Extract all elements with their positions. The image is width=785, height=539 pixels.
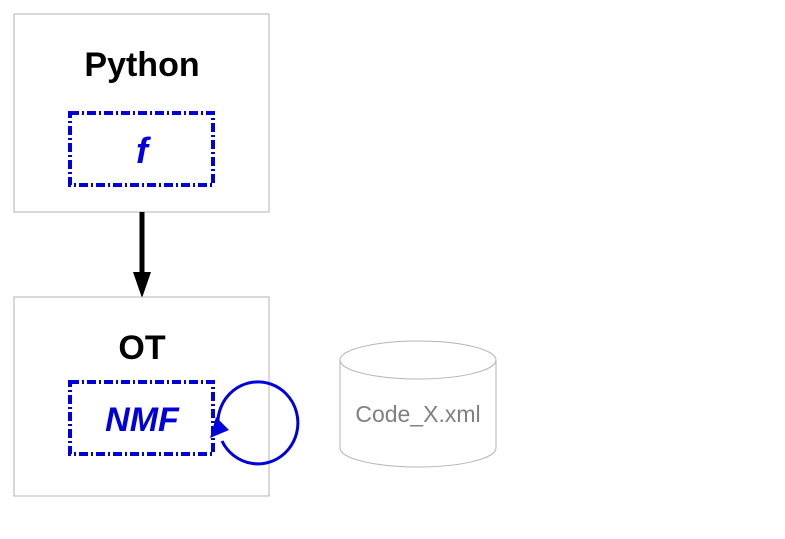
python-function-frame (68, 111, 215, 187)
ot-function-frame (68, 380, 215, 456)
ot-box-title: OT (118, 329, 165, 367)
python-to-ot-arrow (133, 212, 151, 298)
python-box-title: Python (84, 46, 199, 84)
nmf-self-loop (210, 380, 300, 466)
ot-box-frame (13, 296, 270, 497)
ot-function-label: NMF (105, 401, 180, 439)
nmf-self-loop-arc (216, 380, 300, 466)
python-box: Python f (13, 13, 270, 213)
python-function-label: f (136, 130, 151, 171)
database-cylinder: Code_X.xml (339, 340, 497, 468)
ot-box: OT NMF (13, 296, 270, 497)
nmf-self-loop-arrow-head (210, 417, 229, 438)
database-label: Code_X.xml (355, 401, 480, 427)
database-cylinder-body (339, 360, 497, 468)
database-cylinder-top (339, 340, 497, 380)
python-function-box: f (68, 111, 215, 187)
python-to-ot-arrow-head (133, 272, 151, 298)
ot-function-box: NMF (68, 380, 215, 456)
